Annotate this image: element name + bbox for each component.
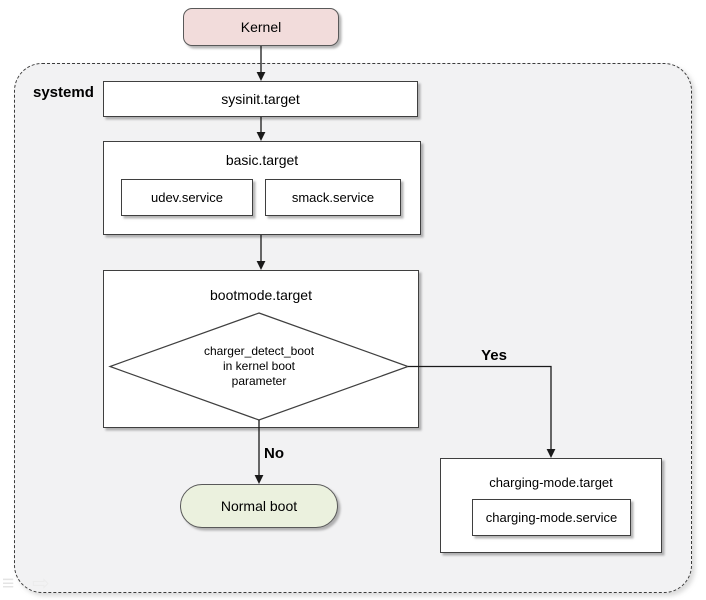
decision-condition-text: charger_detect_boot in kernel boot param… [158,344,360,389]
list-icon: ≡ [2,572,15,595]
charging-mode-service-label: charging-mode.service [485,510,618,525]
sysinit-target-label: sysinit.target [221,91,300,107]
kernel-node-label: Kernel [240,19,282,35]
kernel-node: Kernel [183,8,339,46]
decision-line-3: parameter [231,374,287,388]
smack-service-label: smack.service [291,190,375,205]
yes-edge-label: Yes [481,347,507,364]
udev-service-label: udev.service [150,190,223,205]
basic-target-label: basic.target [225,152,299,168]
charging-mode-service-node: charging-mode.service [472,499,631,536]
arrow-right-icon: ⇨ [32,572,50,595]
decision-line-2: in kernel boot [222,359,296,373]
systemd-group-label: systemd [33,84,94,101]
udev-service-node: udev.service [121,179,253,216]
normal-boot-label: Normal boot [220,498,298,514]
decision-line-1: charger_detect_boot [203,344,315,358]
sysinit-target-node: sysinit.target [103,81,418,117]
no-edge-label: No [264,445,284,462]
bootmode-target-label: bootmode.target [210,287,312,303]
charging-mode-target-node: charging-mode.target charging-mode.servi… [440,458,662,553]
normal-boot-node: Normal boot [180,484,338,528]
charging-mode-target-label: charging-mode.target [489,475,613,490]
basic-target-node: basic.target udev.service smack.service [103,141,421,235]
smack-service-node: smack.service [265,179,401,216]
